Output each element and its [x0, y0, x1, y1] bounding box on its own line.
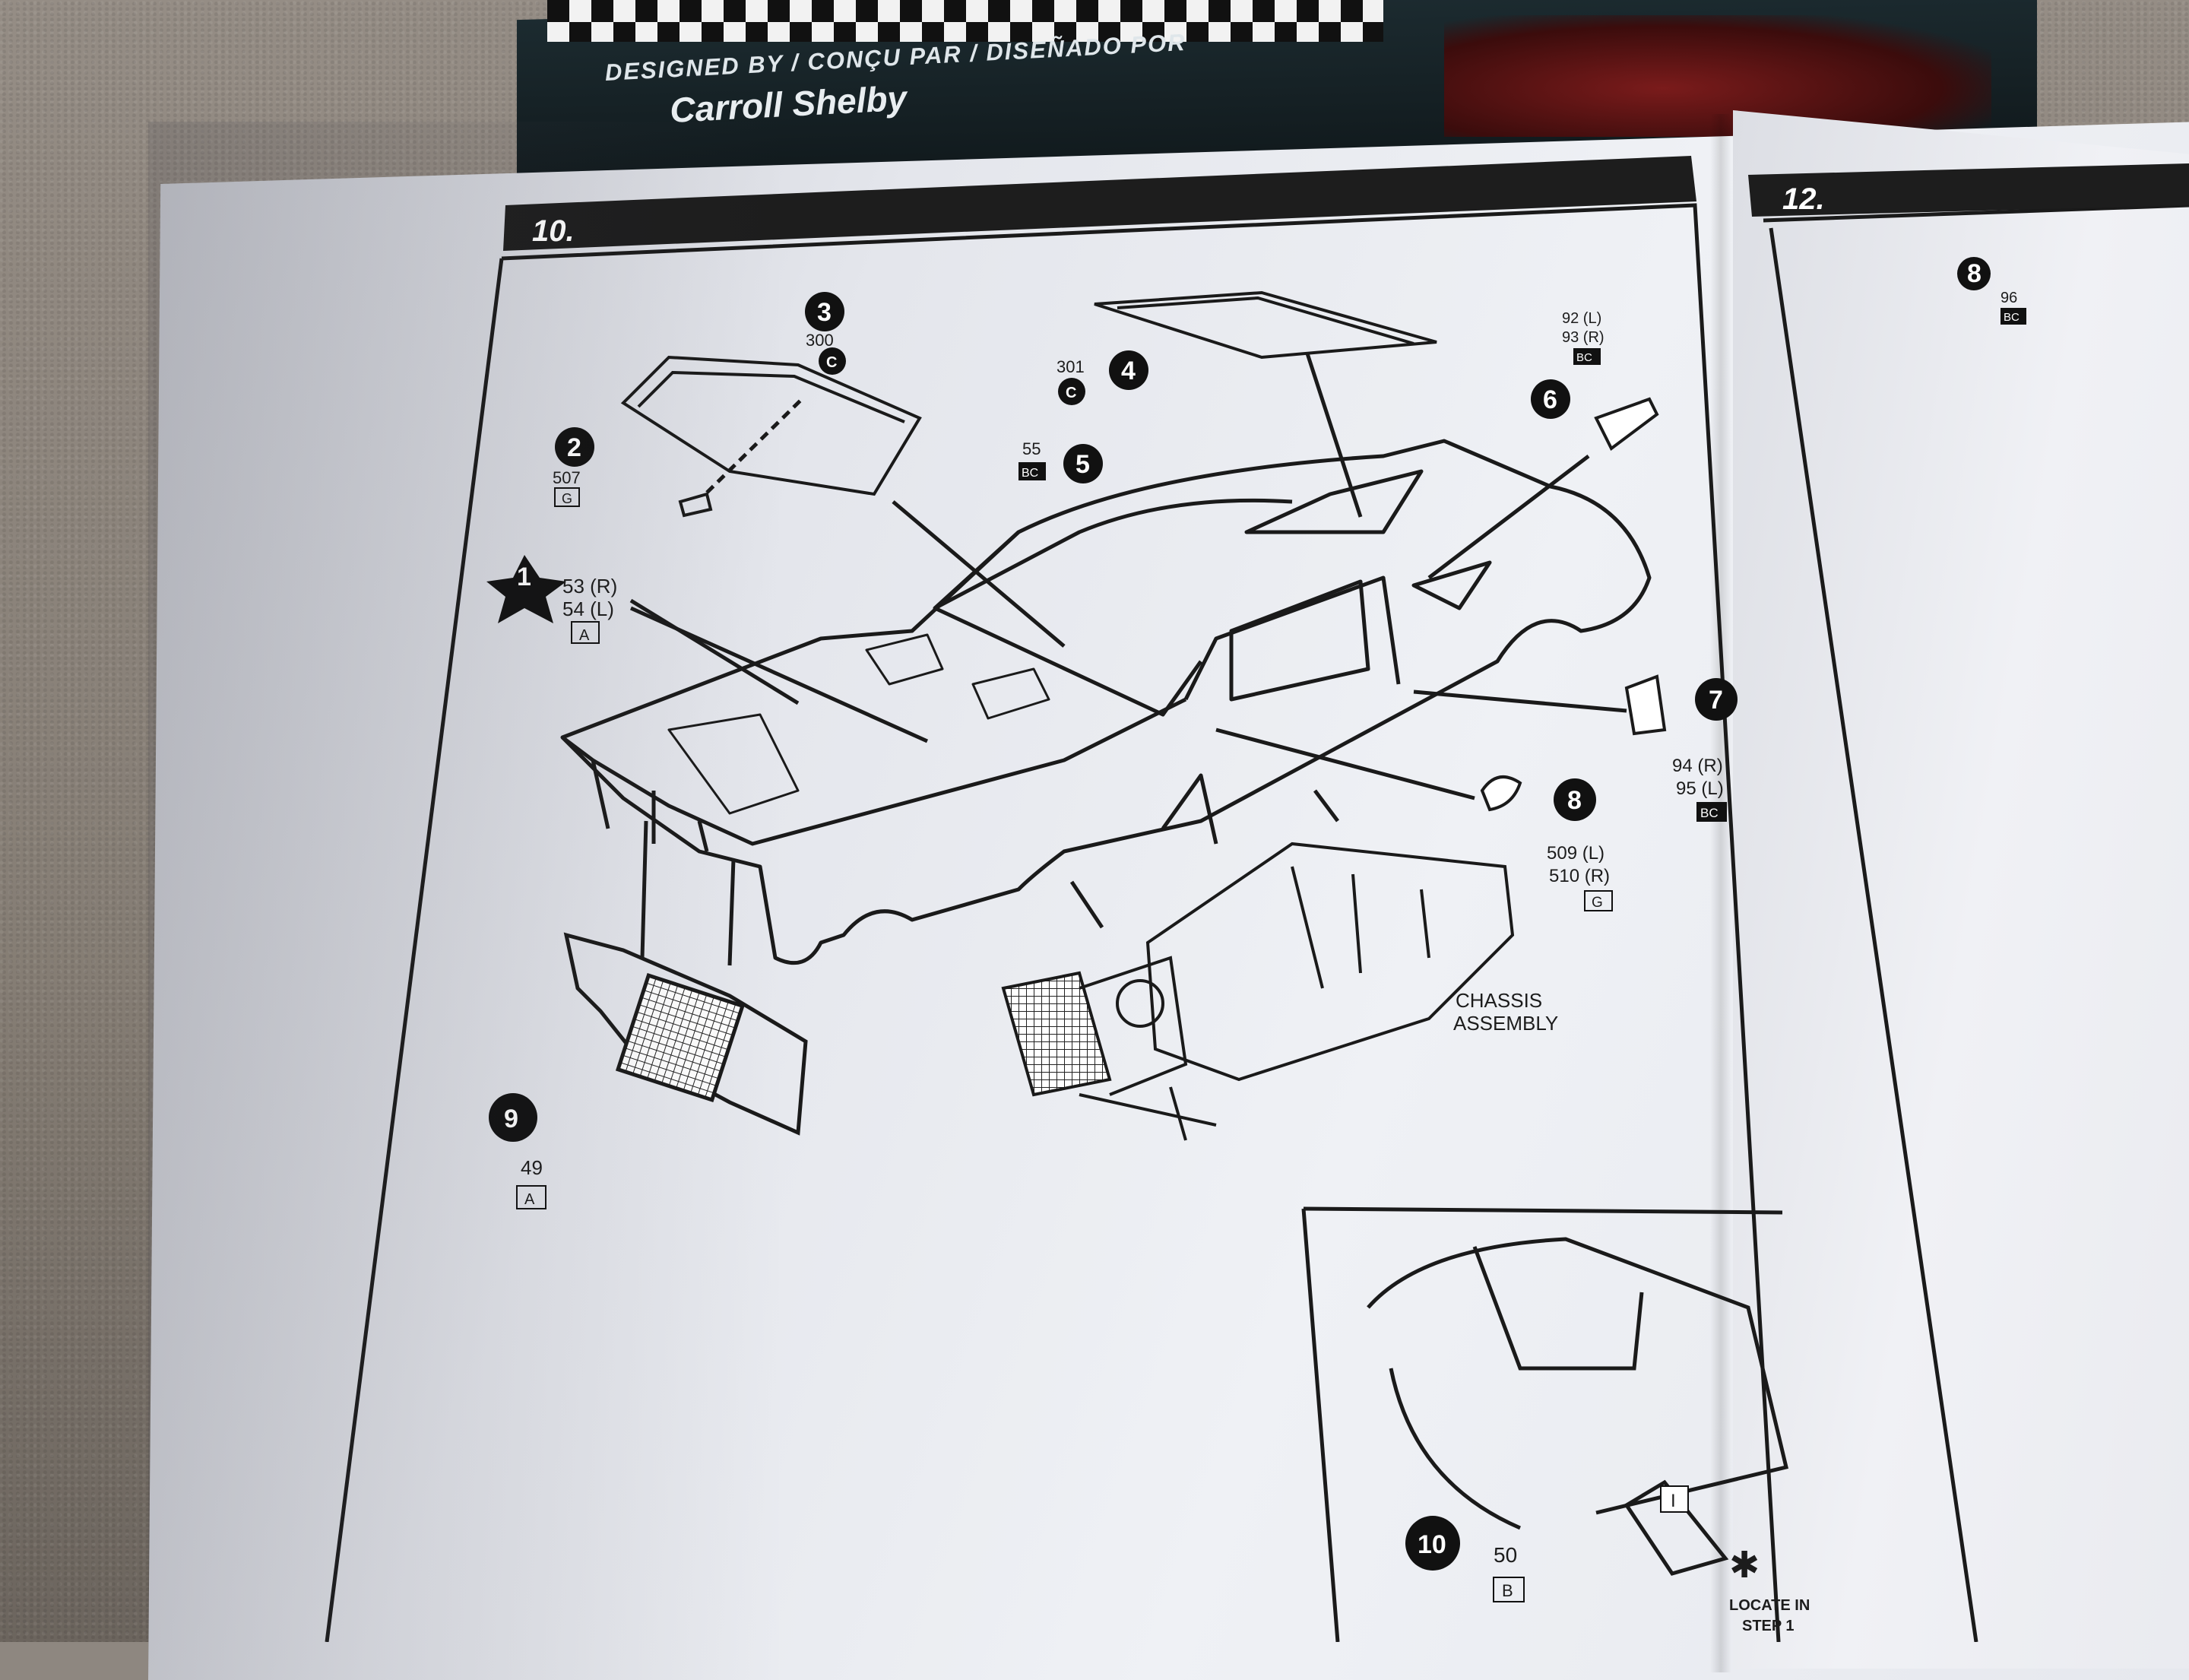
callout-4-number: 4 — [1121, 357, 1136, 385]
star-badge-icon — [486, 555, 566, 623]
callout-10: 10 50 B — [1405, 1516, 1525, 1602]
next-step-number-header: 12. — [1782, 182, 1825, 216]
callout-2: 2 507 G — [553, 427, 594, 507]
callout-2-number: 2 — [567, 433, 581, 462]
callout-8-tree: G — [1592, 895, 1603, 911]
callout-4-tree: C — [1066, 385, 1076, 401]
step-frame — [325, 203, 2189, 1642]
callout-7-tree: BC — [1700, 806, 1719, 820]
step-circle-icon — [555, 427, 594, 467]
inset-tag-box — [1660, 1485, 1689, 1513]
callout-6-tree: BC — [1576, 351, 1592, 364]
chassis-assembly-drawing — [1001, 842, 1515, 1141]
step-circle-icon — [1957, 257, 1991, 290]
step-circle-icon — [1695, 678, 1738, 721]
callout-layer: 1 53 (R) 54 (L) A 2 507 G 3 300 C 4 301 … — [486, 257, 2026, 1634]
callout-4: 4 301 C — [1056, 350, 1148, 405]
assembly-arrows — [629, 353, 1627, 966]
callout-2-part: 507 — [553, 468, 581, 487]
callout-next-part: 96 — [2001, 290, 2017, 306]
callout-6-part-b: 93 (R) — [1562, 329, 1605, 346]
locate-in-label: LOCATE IN — [1729, 1597, 1810, 1614]
callout-6-number: 6 — [1543, 385, 1557, 414]
callout-2-tree: G — [562, 491, 572, 506]
sheet-fold — [1710, 114, 1731, 1672]
callout-5-part: 55 — [1022, 439, 1041, 458]
car-body-drawing — [560, 439, 1652, 965]
chassis-label: CHASSIS — [1456, 989, 1542, 1012]
step-1-label: STEP 1 — [1742, 1618, 1795, 1634]
tree-box — [571, 621, 600, 644]
callout-3: 3 300 C — [805, 292, 846, 375]
callout-6: 6 92 (L) 93 (R) BC — [1531, 310, 1605, 419]
callout-next-page: 8 96 BC — [1957, 257, 2026, 325]
callout-8-part-b: 510 (R) — [1549, 866, 1610, 886]
tree-box — [1018, 462, 1046, 480]
asterisk-icon: ✱ — [1729, 1545, 1760, 1586]
callout-10-number: 10 — [1418, 1530, 1446, 1559]
callout-7-number: 7 — [1709, 686, 1723, 715]
assembly-diagram: 10. 12. — [325, 156, 2189, 1642]
grille-part — [563, 932, 808, 1136]
step-circle-icon — [805, 292, 844, 331]
callout-4-part: 301 — [1056, 357, 1085, 376]
step-circle-icon — [1109, 350, 1148, 390]
callout-9: 9 49 A — [489, 1093, 546, 1209]
step-number-header: 10. — [532, 214, 575, 248]
step-header-bar — [503, 156, 1696, 251]
callout-8: 8 509 (L) 510 (R) G — [1547, 778, 1613, 911]
step-circle-icon — [1531, 379, 1570, 419]
callout-next-number: 8 — [1967, 259, 1982, 288]
callout-3-part: 300 — [806, 331, 834, 350]
callout-9-tree: A — [524, 1191, 535, 1208]
inset-tag: I — [1671, 1491, 1676, 1511]
tree-box — [2001, 308, 2026, 325]
mirror-part — [678, 492, 713, 518]
step-circle-icon — [1063, 444, 1103, 483]
callout-5-number: 5 — [1075, 450, 1090, 479]
callout-8-part-a: 509 (L) — [1547, 843, 1605, 864]
rear-window-part — [1094, 290, 1437, 360]
instruction-sheet-next-page — [1733, 110, 2189, 1669]
callout-10-part: 50 — [1494, 1543, 1517, 1567]
inset-detail-box — [1301, 1206, 1789, 1642]
door-mirror-part — [1480, 775, 1522, 812]
checkered-flag-stripe — [547, 0, 1383, 42]
step-circle-icon — [489, 1093, 537, 1142]
callout-7-part-b: 95 (L) — [1676, 778, 1724, 799]
callout-9-number: 9 — [504, 1105, 518, 1133]
callout-5-tree: BC — [1022, 467, 1038, 480]
step-circle-icon — [1405, 1516, 1460, 1571]
tree-circle-icon — [1058, 378, 1085, 405]
tree-box — [554, 487, 580, 507]
tree-box — [1493, 1577, 1525, 1602]
callout-1-part-b: 54 (L) — [562, 598, 614, 620]
callout-5: 5 55 BC — [1018, 439, 1103, 483]
callout-1-part-a: 53 (R) — [562, 575, 617, 598]
quarter-window-part — [1594, 397, 1659, 452]
tree-box — [1584, 890, 1613, 911]
tree-box — [1696, 802, 1727, 822]
callout-3-number: 3 — [817, 298, 832, 327]
tree-box — [516, 1185, 546, 1209]
callout-9-part: 49 — [521, 1156, 543, 1179]
next-step-header-bar — [1748, 163, 2189, 217]
tree-circle-icon — [819, 347, 846, 375]
callout-6-part-a: 92 (L) — [1562, 310, 1601, 327]
callout-1-tree: A — [579, 627, 590, 644]
callout-next-tree: BC — [2004, 311, 2020, 324]
callout-8-number: 8 — [1567, 786, 1582, 815]
tree-box — [1573, 348, 1601, 365]
box-car-artwork — [1444, 15, 1991, 137]
side-scoop-part — [1624, 674, 1667, 736]
callout-3-tree: C — [826, 354, 837, 371]
assembly-label: ASSEMBLY — [1453, 1012, 1558, 1035]
callout-7: 7 94 (R) 95 (L) BC — [1672, 678, 1738, 822]
callout-1: 1 53 (R) 54 (L) A — [486, 555, 617, 644]
callout-7-part-a: 94 (R) — [1672, 756, 1723, 776]
callout-1-number: 1 — [517, 563, 531, 591]
step-circle-icon — [1554, 778, 1596, 821]
callout-10-tree: B — [1502, 1581, 1513, 1600]
